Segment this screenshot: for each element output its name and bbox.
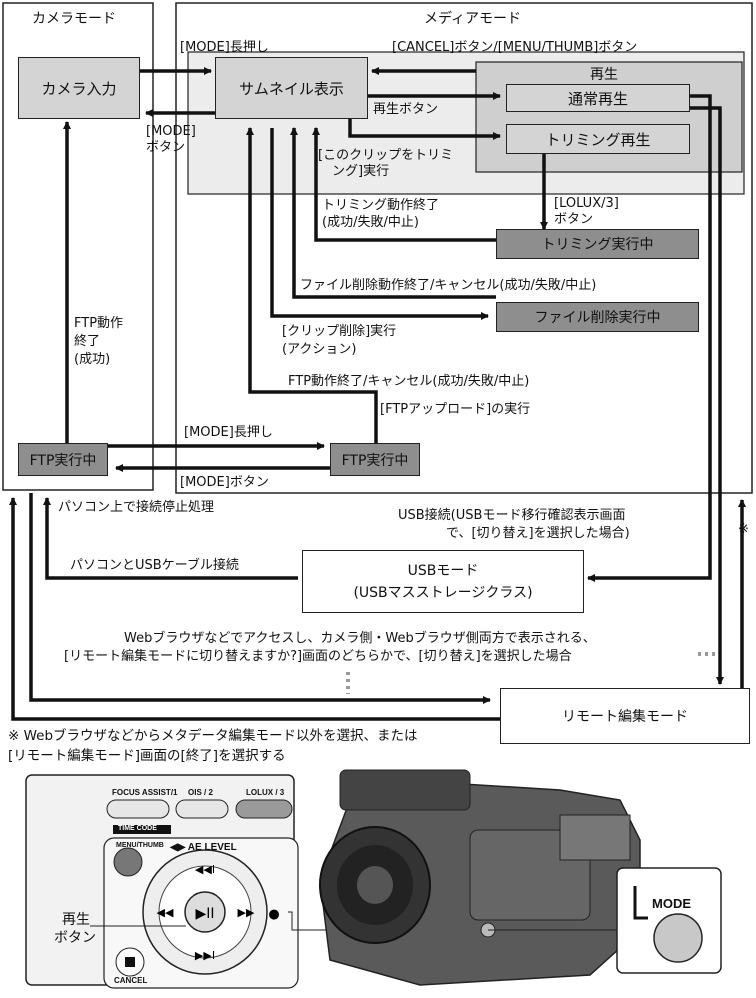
usb-mode-subtitle: (USBマスストレージクラス) (353, 584, 533, 601)
trim-play-label: トリミング再生 (545, 130, 651, 149)
label-asterisk: ※ (738, 522, 749, 537)
mode-button-inset (488, 867, 722, 974)
svg-text:◀◀: ◀◀ (157, 906, 174, 919)
camera-input-label: カメラ入力 (41, 79, 117, 98)
svg-text:▶▶Ι: ▶▶Ι (195, 949, 215, 962)
file-delete-running-label: ファイル削除実行中 (534, 310, 661, 326)
usb-mode-title: USBモード (407, 562, 479, 579)
label-web-switch-1: Webブラウザなどでアクセスし、カメラ側・Webブラウザ側両方で表示される、 (124, 631, 596, 646)
label-usb-connect-2: で、[切り替え]を選択した場合) (446, 526, 630, 541)
label-clip-delete-2: (アクション) (282, 342, 357, 357)
label-play-button: 再生ボタン (373, 102, 439, 117)
mode-inset-label: MODE (652, 896, 691, 911)
control-panel-illustration: ▶ΙΙ ◀◀Ι ▶▶Ι ◀◀ ▶▶ ● (25, 774, 470, 989)
camcorder-illustration (319, 769, 641, 986)
ftp-running-media-box: FTP実行中 (330, 443, 420, 476)
svg-text:●: ● (268, 907, 279, 922)
normal-play-box: 通常再生 (506, 84, 690, 112)
label-trim-this-clip-1: [このクリップをトリミ (318, 148, 454, 163)
label-mode-button-bottom: [MODE]ボタン (180, 475, 269, 490)
media-mode-title: メディアモード (424, 11, 522, 27)
trim-running-box: トリミング実行中 (496, 229, 699, 259)
label-trim-end-1: トリミング動作終了 (322, 198, 440, 213)
ois-label: OIS / 2 (188, 788, 213, 797)
menu-thumb-label: MENU/THUMB (116, 842, 164, 849)
label-lolux3-2: ボタン (554, 212, 594, 227)
ftp-running-camera-label: FTP実行中 (29, 452, 97, 469)
camera-mode-title: カメラモード (32, 11, 116, 27)
label-mode-long-press-top: [MODE]長押し (180, 40, 269, 55)
trim-play-box: トリミング再生 (506, 124, 690, 154)
playback-group-title: 再生 (590, 67, 618, 83)
play-button-callout-1: 再生 (62, 912, 90, 928)
ae-level-label: ◀▶ AE LEVEL (170, 842, 237, 853)
time-code-label: TIME CODE (118, 825, 157, 832)
svg-text:◀◀Ι: ◀◀Ι (195, 863, 215, 876)
label-ftp-upload-exec: [FTPアップロード]の実行 (380, 402, 531, 417)
label-clip-delete-1: [クリップ削除]実行 (282, 324, 397, 339)
trim-running-label: トリミング実行中 (541, 237, 654, 253)
focus-assist-label: FOCUS ASSIST/1 (112, 788, 178, 797)
label-ftp-done-3: (成功) (74, 352, 111, 367)
play-button-callout-2: ボタン (54, 930, 96, 946)
note-line-1: ※ Webブラウザなどからメタデータ編集モード以外を選択、または (8, 728, 418, 744)
remote-edit-mode-label: リモート編集モード (562, 709, 688, 725)
usb-mode-box: USBモード (USBマスストレージクラス) (302, 550, 584, 613)
file-delete-running-box: ファイル削除実行中 (496, 302, 699, 332)
label-mode-button-2: ボタン (146, 140, 186, 155)
thumbnail-box: サムネイル表示 (215, 57, 368, 119)
label-file-delete-end: ファイル削除動作終了/キャンセル(成功/失敗/中止) (300, 278, 597, 293)
remote-edit-mode-box: リモート編集モード (500, 688, 750, 744)
label-pc-disconnect: パソコン上で接続停止処理 (58, 500, 215, 515)
label-usb-connect-1: USB接続(USBモード移行確認表示画面 (398, 508, 626, 523)
label-web-switch-2: [リモート編集モードに切り替えますか?]画面のどちらかで、[切り替え]を選択した… (64, 649, 572, 664)
label-cancel-menu-thumb: [CANCEL]ボタン/[MENU/THUMB]ボタン (392, 40, 638, 55)
label-trim-end-2: (成功/失敗/中止) (322, 215, 419, 230)
camera-input-box: カメラ入力 (18, 57, 140, 119)
note-line-2: [リモート編集モード]画面の[終了]を選択する (8, 748, 286, 764)
svg-text:▶▶: ▶▶ (238, 906, 255, 919)
svg-text:▶ΙΙ: ▶ΙΙ (195, 906, 214, 922)
label-trim-this-clip-2: ング]実行 (332, 164, 390, 179)
label-lolux3-1: [LOLUX/3] (554, 196, 619, 211)
label-pc-usb-cable: パソコンとUSBケーブル接続 (70, 558, 239, 573)
label-ftp-end-cancel: FTP動作終了/キャンセル(成功/失敗/中止) (288, 374, 530, 389)
ftp-running-media-label: FTP実行中 (341, 452, 409, 469)
thumbnail-label: サムネイル表示 (239, 79, 344, 98)
normal-play-label: 通常再生 (567, 89, 628, 108)
label-ftp-done-1: FTP動作 (74, 316, 124, 331)
label-mode-long-press-bottom: [MODE]長押し (184, 425, 273, 440)
label-mode-button-1: [MODE] (146, 124, 196, 139)
lolux-label: LOLUX / 3 (246, 788, 285, 797)
label-ftp-done-2: 終了 (74, 334, 101, 349)
cancel-label: CANCEL (114, 976, 148, 985)
ftp-running-camera-box: FTP実行中 (18, 443, 108, 476)
